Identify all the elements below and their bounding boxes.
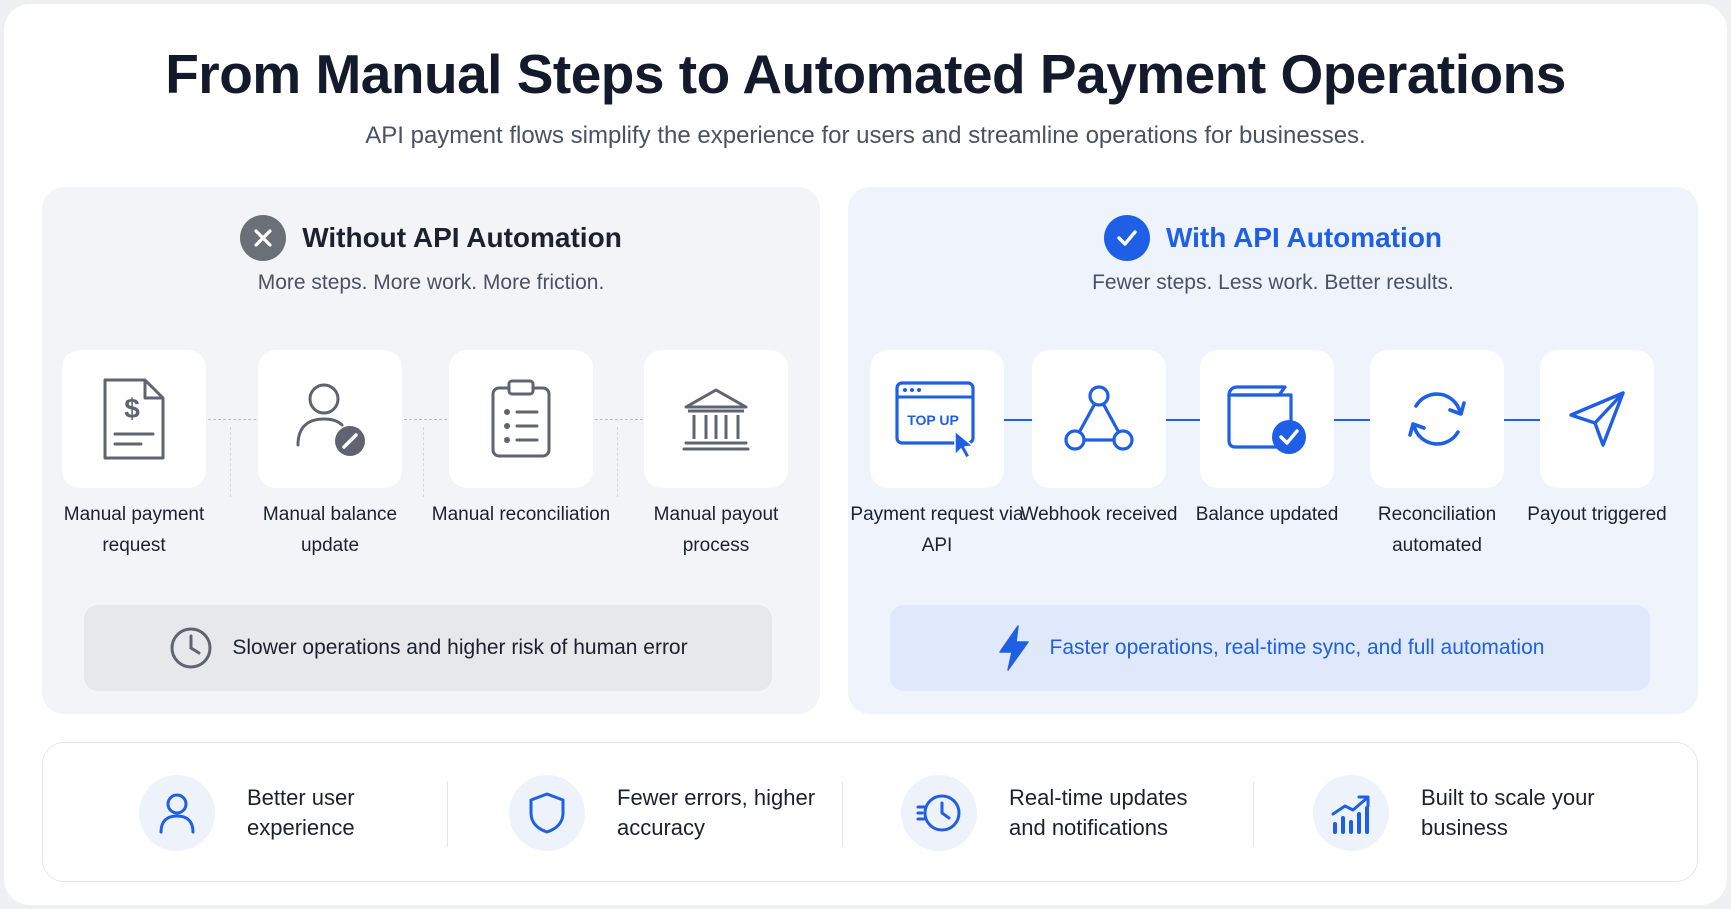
benefit-item: Real-time updates and notifications xyxy=(901,743,1209,883)
lightning-icon xyxy=(998,625,1029,671)
divider xyxy=(1253,781,1254,847)
benefit-text: Built to scale your business xyxy=(1421,785,1595,840)
divider xyxy=(617,427,618,497)
step-label: Manual payout process xyxy=(653,504,779,556)
browser-topup-icon: TOP UP xyxy=(895,381,975,459)
bank-icon xyxy=(682,388,750,451)
step-payment-request-api: TOP UP xyxy=(870,350,1004,488)
wallet-check-icon xyxy=(1227,385,1306,454)
step-label: Manual payment request xyxy=(63,504,205,556)
divider xyxy=(447,781,448,847)
step-label: Balance updated xyxy=(1195,504,1339,525)
benefit-text: Better user experience xyxy=(247,785,355,840)
step-manual-payment-request: $ xyxy=(62,350,206,488)
user-edit-icon xyxy=(296,383,365,456)
benefit-item: Fewer errors, higher accuracy xyxy=(509,743,827,883)
close-circle-icon xyxy=(240,215,287,261)
without-header: Without API Automation xyxy=(42,215,820,261)
step-label: Manual reconciliation xyxy=(431,504,611,525)
clock-icon xyxy=(170,627,212,669)
step-manual-payout-process xyxy=(644,350,788,488)
send-icon xyxy=(1569,391,1625,447)
svg-text:$: $ xyxy=(124,393,140,424)
divider xyxy=(423,427,424,497)
clipboard-list-icon xyxy=(491,379,551,458)
with-summary-bar: Faster operations, real-time sync, and f… xyxy=(890,605,1650,691)
webhook-icon xyxy=(1064,385,1134,451)
step-webhook-received xyxy=(1032,350,1166,488)
step-balance-updated xyxy=(1200,350,1334,488)
benefit-text: Fewer errors, higher accuracy xyxy=(617,785,816,840)
step-reconciliation-automated xyxy=(1370,350,1504,488)
growth-chart-icon xyxy=(1331,795,1370,834)
without-summary-bar: Slower operations and higher risk of hum… xyxy=(84,605,772,691)
check-circle-icon xyxy=(1103,215,1150,261)
benefit-text: Real-time updates and notifications xyxy=(1009,785,1188,840)
with-subtitle: Fewer steps. Less work. Better results. xyxy=(1092,271,1454,294)
benefit-item: Better user experience xyxy=(139,743,457,883)
divider xyxy=(842,781,843,847)
sync-icon xyxy=(1408,392,1466,446)
invoice-dollar-icon: $ xyxy=(103,378,165,460)
history-clock-icon xyxy=(916,794,961,832)
user-icon xyxy=(159,793,195,834)
without-automation-panel: Without API Automation More steps. More … xyxy=(42,187,820,714)
divider xyxy=(230,427,231,497)
step-label: Reconciliation automated xyxy=(1377,504,1497,556)
without-title: Without API Automation xyxy=(302,222,622,253)
with-title: With API Automation xyxy=(1165,222,1443,253)
page-subtitle: API payment flows simplify the experienc… xyxy=(365,122,1366,149)
benefit-item: Built to scale your business xyxy=(1313,743,1631,883)
step-label: Webhook received xyxy=(1020,504,1178,525)
without-subtitle: More steps. More work. More friction. xyxy=(257,271,605,294)
step-label: Manual balance update xyxy=(262,504,398,556)
without-summary-text: Slower operations and higher risk of hum… xyxy=(232,636,688,659)
page-title: From Manual Steps to Automated Payment O… xyxy=(165,43,1566,105)
topup-text: TOP UP xyxy=(907,412,959,428)
with-summary-text: Faster operations, real-time sync, and f… xyxy=(1049,636,1545,659)
step-payout-triggered xyxy=(1540,350,1654,488)
step-manual-reconciliation xyxy=(449,350,593,488)
step-label: Payout triggered xyxy=(1527,504,1667,525)
step-label: Payment request via API xyxy=(850,504,1024,556)
step-manual-balance-update xyxy=(258,350,402,488)
with-header: With API Automation xyxy=(848,215,1698,261)
with-automation-panel: With API Automation Fewer steps. Less wo… xyxy=(848,187,1698,714)
benefits-bar: Better user experience Fewer errors, hig… xyxy=(42,742,1698,882)
shield-icon xyxy=(529,792,565,834)
